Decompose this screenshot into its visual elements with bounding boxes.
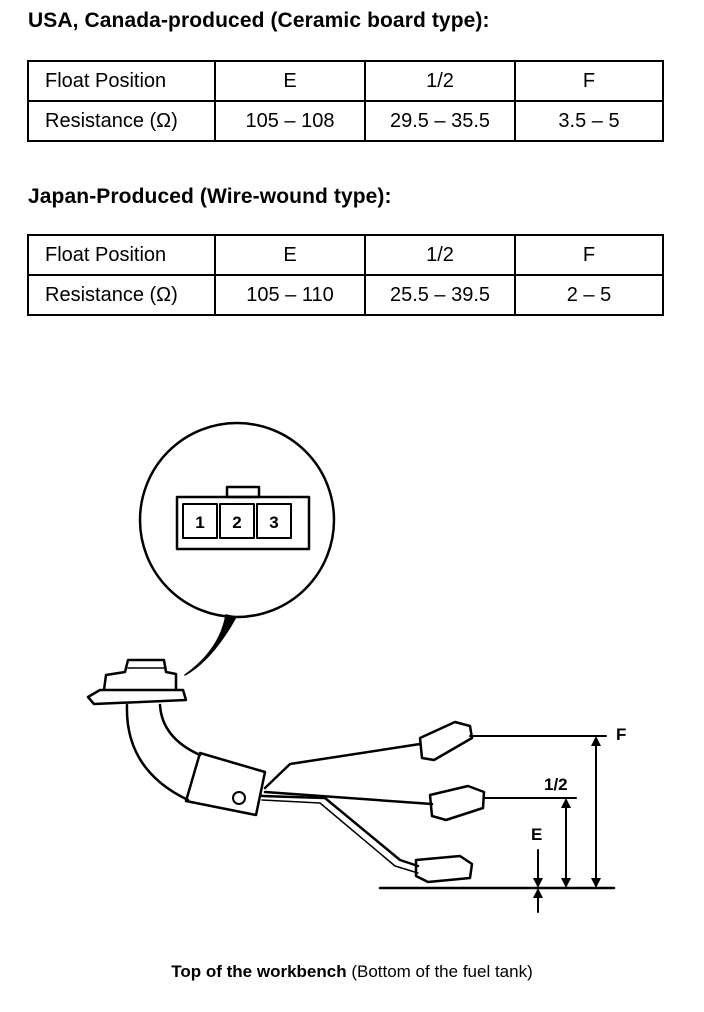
label-full: F xyxy=(616,725,626,744)
unit-pipe-inner xyxy=(158,703,202,757)
arrowhead-full-bottom xyxy=(591,878,601,888)
arrowhead-empty-bottom xyxy=(533,888,543,898)
connector-housing xyxy=(175,495,311,551)
diagram-caption: Top of the workbench (Bottom of the fuel… xyxy=(0,962,704,982)
table-cell: 105 – 108 xyxy=(214,100,366,142)
table-cell: 105 – 110 xyxy=(214,274,366,316)
connector-tab xyxy=(225,485,261,499)
caption-bold: Top of the workbench xyxy=(171,962,347,981)
table-cell: 3.5 – 5 xyxy=(514,100,664,142)
connector-pin-3: 3 xyxy=(269,513,278,532)
sender-body xyxy=(184,751,267,817)
table-cell: 29.5 – 35.5 xyxy=(364,100,516,142)
table-header-cell: 1/2 xyxy=(364,60,516,102)
label-half: 1/2 xyxy=(544,775,568,794)
heading-usa-canada: USA, Canada-produced (Ceramic board type… xyxy=(28,9,490,32)
table-row: Resistance (Ω) 105 – 110 25.5 – 39.5 2 –… xyxy=(27,274,664,316)
connector-pin-1: 1 xyxy=(195,513,204,532)
table-header-cell: E xyxy=(214,60,366,102)
arrowhead-half-top xyxy=(561,798,571,808)
unit-pipe-outer xyxy=(125,703,190,802)
float-half xyxy=(428,784,486,822)
unit-connector xyxy=(102,658,178,692)
connector-detail-circle xyxy=(138,421,336,619)
float-arm-empty-2 xyxy=(261,799,419,874)
table-row: Resistance (Ω) 105 – 108 29.5 – 35.5 3.5… xyxy=(27,100,664,142)
float-full xyxy=(418,720,474,762)
resistance-table-wire-wound: Float Position E 1/2 F Resistance (Ω) 10… xyxy=(27,234,664,316)
float-arm-empty xyxy=(260,794,420,868)
connector-pin-2-box xyxy=(219,503,255,539)
caption-rest: (Bottom of the fuel tank) xyxy=(346,962,533,981)
table-header-cell: Float Position xyxy=(27,234,216,276)
resistance-table-ceramic: Float Position E 1/2 F Resistance (Ω) 10… xyxy=(27,60,664,142)
connector-pin-3-box xyxy=(256,503,292,539)
table-header-row: Float Position E 1/2 F xyxy=(27,234,664,276)
unit-flange xyxy=(86,688,188,706)
table-cell: 25.5 – 39.5 xyxy=(364,274,516,316)
table-header-cell: F xyxy=(514,234,664,276)
arrowhead-half-bottom xyxy=(561,878,571,888)
arrowhead-empty-top xyxy=(533,878,543,888)
callout-pointer xyxy=(184,614,237,676)
float-arm-half xyxy=(263,790,434,806)
heading-japan: Japan-Produced (Wire-wound type): xyxy=(28,185,392,208)
fuel-gauge-sending-unit-diagram: 1 2 3 F 1/2 E xyxy=(86,421,626,913)
float-arm-full xyxy=(263,742,422,790)
table-header-row: Float Position E 1/2 F xyxy=(27,60,664,102)
table-header-cell: F xyxy=(514,60,664,102)
table-header-cell: 1/2 xyxy=(364,234,516,276)
table-cell: Resistance (Ω) xyxy=(27,274,216,316)
table-cell: Resistance (Ω) xyxy=(27,100,216,142)
table-header-cell: Float Position xyxy=(27,60,216,102)
connector-pin-2: 2 xyxy=(232,513,241,532)
sender-pivot xyxy=(232,791,246,805)
arrowhead-full-top xyxy=(591,736,601,746)
label-empty: E xyxy=(531,825,542,844)
float-empty xyxy=(414,854,474,884)
table-cell: 2 – 5 xyxy=(514,274,664,316)
table-header-cell: E xyxy=(214,234,366,276)
connector-pin-1-box xyxy=(182,503,218,539)
